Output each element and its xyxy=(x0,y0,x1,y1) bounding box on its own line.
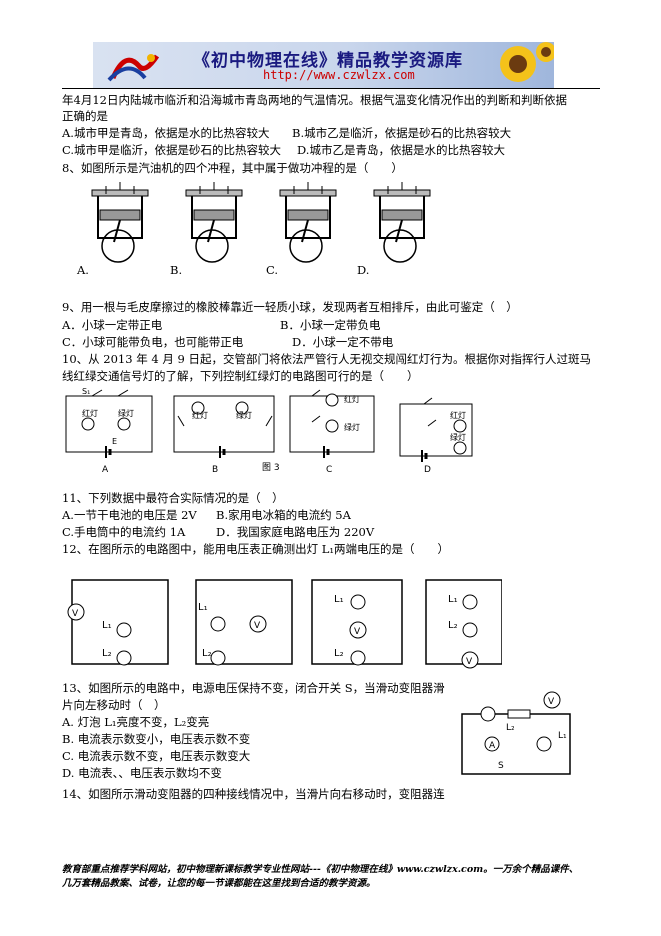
header-rule xyxy=(62,88,600,89)
engine-diagram xyxy=(373,181,431,263)
header-banner: 《初中物理在线》精品教学资源库 http://www.czwlzx.com xyxy=(93,42,554,88)
q8-label-d: D. xyxy=(357,263,370,277)
green-light-label: 绿灯 xyxy=(450,432,466,442)
green-light-label: 绿灯 xyxy=(118,408,134,418)
q11-question: 11、下列数据中最符合实际情况的是（ ） xyxy=(62,491,284,505)
footer-line2: 几万套精品教案、试卷，让您的每一节课都能在这里找到合适的教学资源。 xyxy=(62,878,376,889)
q13-opt-c: C. 电流表示数不变，电压表示数变大 xyxy=(62,749,251,763)
q13-line1: 13、如图所示的电路中，电源电压保持不变，闭合开关 S，当滑动变阻器滑 xyxy=(62,681,445,695)
lamp-l1-label: L₁ xyxy=(102,620,112,631)
engine-strokes-figure xyxy=(91,181,431,263)
q7-opt-d: D.城市乙是青岛，依据是水的比热容较大 xyxy=(297,143,505,157)
q13-circuit-figure: V A L₂ L₁ S xyxy=(461,691,571,775)
q10-line1: 10、从 2013 年 4 月 9 日起，交管部门将依法严管行人无视交规闯红灯行… xyxy=(62,352,591,366)
q11-opt-c: C.手电筒中的电流约 1A xyxy=(62,525,186,539)
q12-question: 12、在图所示的电路图中，能用电压表正确测出灯 L₁两端电压的是（ ） xyxy=(62,542,450,556)
circuit-12b: V L₁ L₂ xyxy=(195,579,293,666)
circuit-c: 红灯 绿灯 C xyxy=(289,389,375,475)
circuit-12d: V L₁ L₂ xyxy=(425,579,502,669)
q11-opt-a: A.一节干电池的电压是 2V xyxy=(62,508,197,522)
banner-url[interactable]: http://www.czwlzx.com xyxy=(263,68,415,82)
q7-line1: 年4月12日内陆城市临沂和沿海城市青岛两地的气温情况。根据气温变化情况作出的判断… xyxy=(62,93,567,107)
q10-line2: 线红绿交通信号灯的了解，下列控制红绿灯的电路图可行的是（ ） xyxy=(62,369,419,383)
voltmeter-label: V xyxy=(254,621,261,631)
lamp-l2-label: L₂ xyxy=(448,620,458,631)
lamp-l1-label: L₁ xyxy=(198,602,208,613)
q11-opt-d: D．我国家庭电路电压为 220V xyxy=(216,525,375,539)
q13-opt-a: A. 灯泡 L₁亮度不变，L₂变亮 xyxy=(62,715,210,729)
circuit-b: 红灯 绿灯 B xyxy=(173,395,275,475)
circuit-d-label: D xyxy=(424,465,431,475)
voltmeter-label: V xyxy=(548,697,555,707)
q9-opt-a: A．小球一定带正电 xyxy=(62,318,163,332)
battery-e-label: E xyxy=(112,437,117,446)
circuit-a: 红灯 绿灯 S₁ E A xyxy=(65,387,153,475)
sunflower-icon xyxy=(500,42,554,82)
q11-opt-b: B.家用电冰箱的电流约 5A xyxy=(216,508,351,522)
q13-line2: 片向左移动时（ ） xyxy=(62,698,166,712)
q8-question: 8、如图所示是汽油机的四个冲程，其中属于做功冲程的是（ ） xyxy=(62,161,403,175)
switch-s1-label: S₁ xyxy=(82,387,90,396)
red-light-label: 红灯 xyxy=(450,410,466,420)
q9-question: 9、用一根与毛皮摩擦过的橡胶棒靠近一轻质小球，发现两者互相排斥，由此可鉴定（ ） xyxy=(62,300,518,314)
voltmeter-label: V xyxy=(354,627,361,637)
lamp-l2-label: L₂ xyxy=(202,648,212,659)
q8-label-a: A. xyxy=(77,263,89,277)
lamp-l1-label: L₁ xyxy=(334,594,344,605)
lamp-l2-label: L₂ xyxy=(506,723,515,733)
figure-caption: 图 3 xyxy=(262,462,280,473)
q13-opt-d: D. 电流表、、电压表示数均不变 xyxy=(62,766,222,780)
traffic-light-circuits-figure: 红灯 绿灯 S₁ E A 红灯 绿灯 B 图 3 红灯 绿灯 C xyxy=(65,387,473,475)
lamp-l1-label: L₁ xyxy=(448,594,458,605)
footer-line1: 教育部重点推荐学科网站，初中物理新课标教学专业性网站---《初中物理在线》www… xyxy=(62,864,579,875)
red-light-label: 红灯 xyxy=(192,410,208,420)
lamp-l1-label: L₁ xyxy=(558,731,567,741)
green-light-label: 绿灯 xyxy=(236,410,252,420)
q9-opt-c: C．小球可能带负电，也可能带正电 xyxy=(62,335,244,349)
ammeter-label: A xyxy=(489,741,496,751)
q9-opt-d: D．小球一定不带电 xyxy=(292,335,394,349)
lamp-l2-label: L₂ xyxy=(102,648,112,659)
voltmeter-circuits-figure: V L₁ L₂ V L₁ L₂ V L₁ L₂ V L₁ L₂ xyxy=(67,579,502,669)
q7-opt-a: A.城市甲是青岛，依据是水的比热容较大 xyxy=(62,126,270,140)
red-light-label: 红灯 xyxy=(82,408,98,418)
circuit-c-label: C xyxy=(326,465,332,475)
q14-question: 14、如图所示滑动变阻器的四种接线情况中，当滑片向右移动时，变阻器连 xyxy=(62,787,445,801)
circuit-b-label: B xyxy=(212,465,218,475)
switch-s-label: S xyxy=(498,761,504,771)
voltmeter-label: V xyxy=(72,609,79,619)
q8-label-b: B. xyxy=(170,263,183,277)
banner-title: 《初中物理在线》精品教学资源库 xyxy=(193,51,463,71)
logo-icon xyxy=(107,54,160,82)
q7-opt-c: C.城市甲是临沂，依据是砂石的比热容较大 xyxy=(62,143,282,157)
engine-diagram xyxy=(279,181,337,263)
circuit-d: 红灯 绿灯 D xyxy=(399,397,473,475)
lamp-l2-label: L₂ xyxy=(334,648,344,659)
q13-opt-b: B. 电流表示数变小，电压表示数不变 xyxy=(62,732,251,746)
circuit-12c: V L₁ L₂ xyxy=(311,579,403,666)
circuit-12a: V L₁ L₂ xyxy=(67,579,169,666)
engine-diagram xyxy=(185,181,243,263)
q8-label-c: C. xyxy=(266,263,279,277)
q7-opt-b: B.城市乙是临沂，依据是砂石的比热容较大 xyxy=(292,126,512,140)
engine-diagram xyxy=(91,182,149,263)
q7-line2: 正确的是 xyxy=(62,109,108,123)
circuit-a-label: A xyxy=(102,465,109,475)
voltmeter-label: V xyxy=(466,657,473,667)
q9-opt-b: B．小球一定带负电 xyxy=(280,318,381,332)
red-light-label: 红灯 xyxy=(344,394,360,404)
green-light-label: 绿灯 xyxy=(344,422,360,432)
